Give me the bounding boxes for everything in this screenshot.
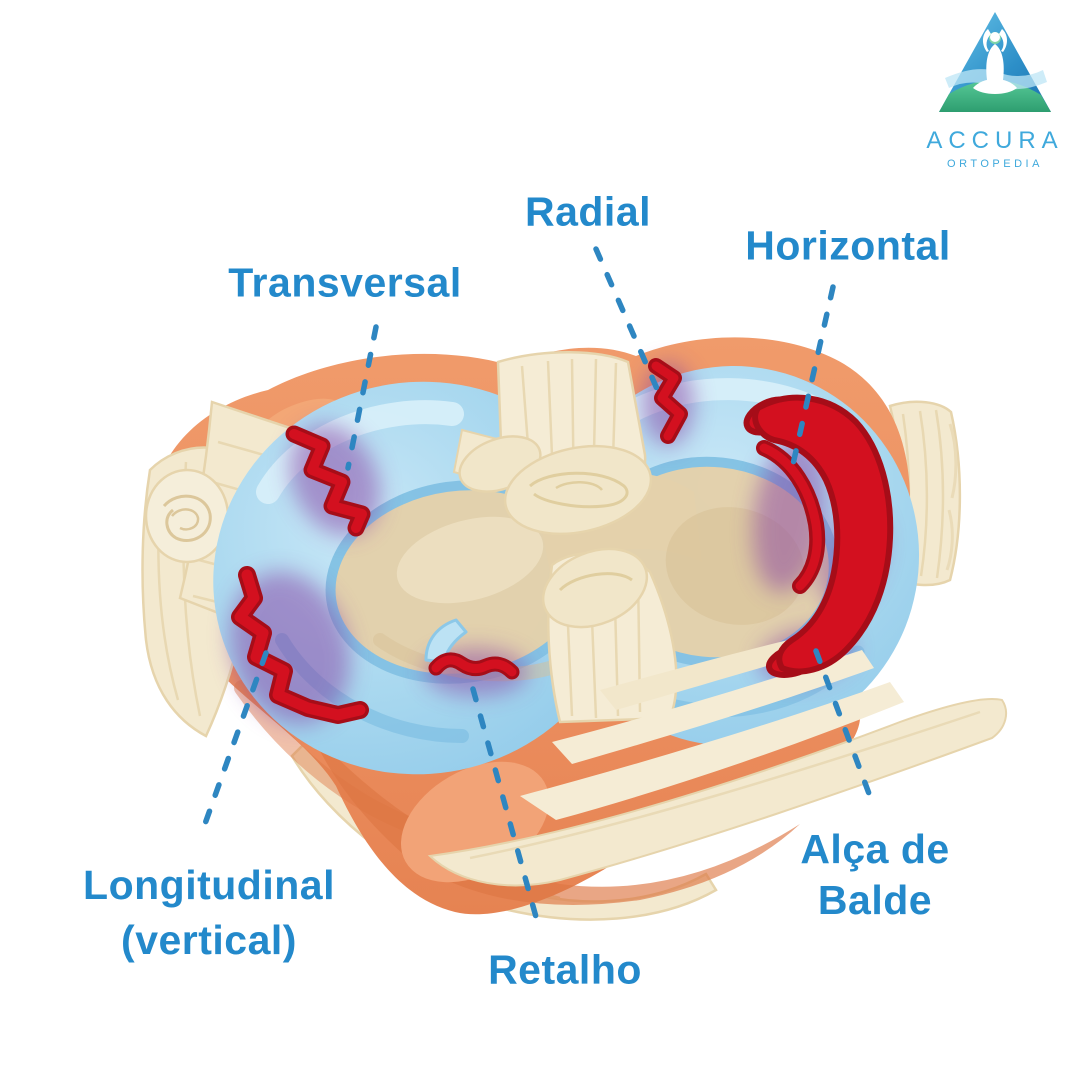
horizontal-tear-shape	[756, 440, 826, 594]
leader-alca-de-balde	[813, 648, 874, 802]
accura-logo-icon	[939, 12, 1051, 112]
label-transversal: Transversal	[228, 259, 462, 306]
retalho-tear-shape	[428, 652, 520, 680]
leader-longitudinal	[198, 650, 269, 838]
label-radial: Radial	[524, 188, 652, 235]
label-longitudinal: Longitudinal (vertical)	[83, 858, 335, 968]
leader-lines	[198, 246, 874, 920]
ligament-knot	[144, 468, 230, 564]
leader-transversal	[345, 324, 379, 471]
leader-horizontal	[788, 284, 836, 476]
radial-tear-shape	[648, 358, 688, 444]
label-horizontal: Horizontal	[745, 222, 951, 269]
cruciate-ligament-stumps	[452, 351, 653, 536]
accura-logo: ACCURA ORTOPEDIA	[925, 8, 1065, 170]
leader-retalho	[470, 686, 539, 920]
label-longitudinal-line2: (vertical)	[121, 917, 297, 963]
label-alca-de-balde: Alça de Balde	[800, 824, 949, 926]
logo-meditating-figure	[973, 29, 1017, 94]
tears	[231, 358, 894, 724]
label-retalho: Retalho	[488, 946, 642, 993]
leader-radial	[593, 246, 664, 401]
transversal-tear-shape	[285, 425, 371, 537]
label-longitudinal-line1: Longitudinal	[83, 862, 335, 908]
label-alca-line1: Alça de	[800, 826, 950, 872]
longitudinal-tear-shape	[231, 566, 369, 724]
bucket-handle-tear-shape	[743, 394, 894, 678]
logo-subtitle-text: ORTOPEDIA	[947, 158, 1043, 170]
logo-brand-text: ACCURA	[926, 127, 1064, 154]
label-alca-line2: Balde	[817, 877, 933, 923]
